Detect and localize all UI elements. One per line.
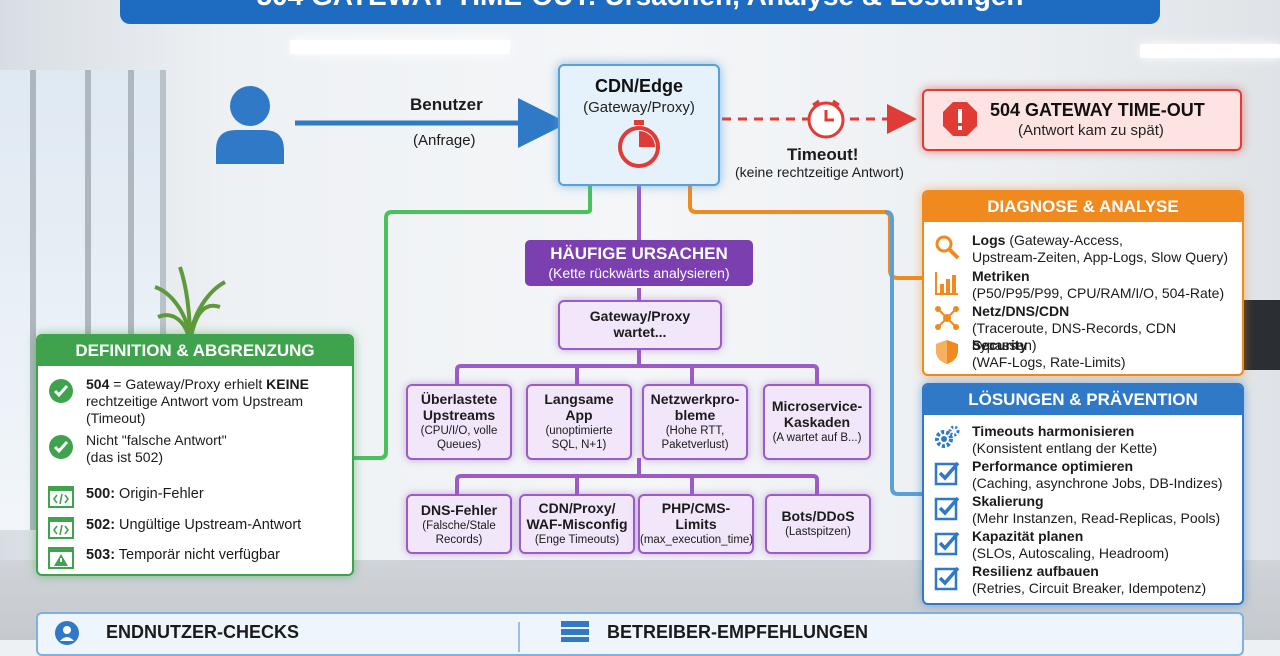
footer-enduser-checks: ENDNUTZER-CHECKS [106,622,299,642]
checkbox-icon [934,566,960,591]
definition-item-502-note: Nicht "falsche Antwort"(das ist 502) [48,432,346,468]
diagnose-header: DIAGNOSE & ANALYSE [924,192,1242,222]
check-circle-icon [49,379,73,403]
checkbox-icon [934,461,960,486]
plant-decoration [154,266,227,342]
connector-lines [295,98,922,496]
error-504-box: 504 GATEWAY TIME-OUT (Antwort kam zu spä… [922,89,1242,151]
solution-item: Timeouts harmonisieren(Konsistent entlan… [934,423,1236,457]
title-banner: 504 GATEWAY TIME-OUT: Ursachen, Analyse … [120,0,1160,24]
cdn-subtitle: (Gateway/Proxy) [583,99,695,116]
definition-code-503: 503: Temporär nicht verfügbar [48,543,346,569]
cause-box: CDN/Proxy/ WAF-Misconfig (Enge Timeouts) [519,494,635,554]
shield-icon [936,340,958,364]
cdn-title: CDN/Edge [594,76,683,96]
cause-root: Gateway/Proxy wartet... [558,300,722,350]
footer-operator-recommendations: BETREIBER-EMPFEHLUNGEN [607,622,869,642]
solution-item: Skalierung(Mehr Instanzen, Read-Replicas… [934,493,1236,527]
error-octagon-icon [943,102,977,136]
solution-item: Resilienz aufbauen(Retries, Circuit Brea… [934,563,1236,597]
magnifier-icon [935,235,960,260]
causes-subtitle: (Kette rückwärts analysieren) [548,265,730,281]
code-icon [48,517,74,539]
diagnose-item-network: Netz/DNS/CDN(Traceroute, DNS-Records, CD… [934,303,1236,353]
network-icon [935,306,959,330]
diagnose-item-security: Security(WAF-Logs, Rate-Limits) [934,337,1236,371]
checkbox-icon [934,531,960,556]
checkbox-icon [934,496,960,521]
connector-solutions [885,210,922,496]
server-icon [561,621,589,642]
stopwatch-icon [618,120,660,168]
cause-box: Langsame App (unoptimierte SQL, N+1) [526,384,632,460]
solution-item: Performance optimieren(Caching, asynchro… [934,458,1236,492]
solutions-panel: LÖSUNGEN & PRÄVENTION Timeouts harmonisi… [922,383,1244,605]
cause-box: Microservice- Kaskaden (A wartet auf B..… [763,384,871,460]
definition-code-500: 500: Origin-Fehler [48,482,346,508]
causes-title: HÄUFIGE URSACHEN [550,244,728,263]
diagnose-item-metrics: Metriken(P50/P95/P99, CPU/RAM/I/O, 504-R… [934,268,1236,302]
ceiling-light [290,40,510,54]
cause-box: PHP/CMS- Limits (max_execution_time) [638,494,754,554]
cause-box: Überlastete Upstreams (CPU/I/O, volle Qu… [406,384,512,460]
footer-panel: ENDNUTZER-CHECKS BETREIBER-EMPFEHLUNGEN [36,612,1244,656]
cause-box: Bots/DDoS (Lastspitzen) [765,494,871,554]
gears-icon [935,425,960,448]
definition-panel: DEFINITION & ABGRENZUNG 504 = Gateway/Pr… [36,334,354,576]
check-circle-icon [49,435,73,459]
error-subtitle: (Antwort kam zu spät) [1018,122,1164,139]
definition-header: DEFINITION & ABGRENZUNG [38,336,352,366]
background-screen [1240,300,1280,370]
cause-box: Netzwerkpro- bleme (Hohe RTT, Paketverlu… [642,384,748,460]
cause-box: DNS-Fehler (Falsche/Stale Records) [406,494,512,554]
footer-divider [518,622,520,652]
user-icon [216,86,284,164]
ceiling-light [1140,44,1280,58]
timeout-sublabel: (keine rechtzeitige Antwort) [735,164,904,180]
request-label: (Anfrage) [413,132,476,149]
user-label: Benutzer [410,95,483,114]
diagnose-item-logs: Logs (Gateway-Access,Upstream-Zeiten, Ap… [934,232,1236,266]
error-title: 504 GATEWAY TIME-OUT [990,100,1205,120]
page-title: 504 GATEWAY TIME-OUT: Ursachen, Analyse … [256,0,1023,11]
causes-header: HÄUFIGE URSACHEN (Kette rückwärts analys… [525,240,753,286]
code-icon [48,486,74,508]
cdn-edge-box: CDN/Edge (Gateway/Proxy) [558,64,720,186]
diagnose-panel: DIAGNOSE & ANALYSE Logs (Gateway-Access,… [922,190,1244,376]
warning-icon [48,547,74,569]
clock-icon [807,99,845,139]
solutions-header: LÖSUNGEN & PRÄVENTION [924,385,1242,415]
connector-definition [352,184,592,460]
user-circle-icon [55,621,79,645]
definition-code-502: 502: Ungültige Upstream-Antwort [48,513,346,539]
bar-chart-icon [935,272,958,295]
timeout-label: Timeout! [787,145,859,164]
solution-item: Kapazität planen(SLOs, Autoscaling, Head… [934,528,1236,562]
